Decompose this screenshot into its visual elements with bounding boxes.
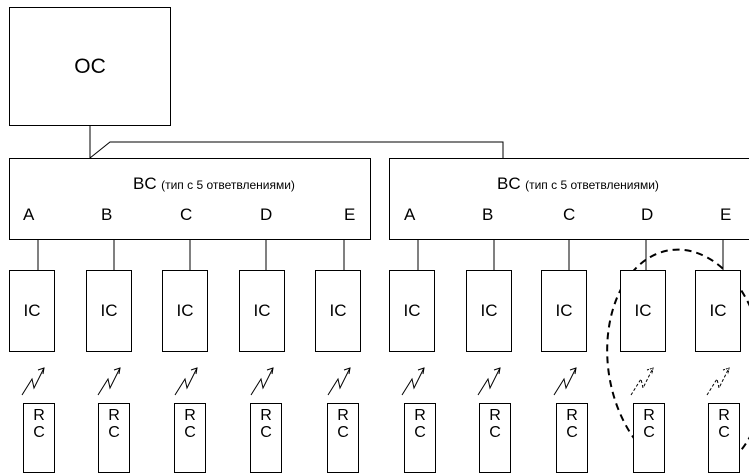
bc-right-port-b: B (482, 205, 494, 224)
bc-left-title: BC (тип с 5 ответвлениями) (133, 174, 295, 194)
wireless-link-icon (706, 367, 730, 396)
wireless-link-icon (630, 367, 654, 396)
rc-label-c: C (489, 424, 501, 441)
ic-box-3: IC (162, 270, 208, 352)
ic-label: IC (634, 301, 652, 320)
bc-right-port-d: D (641, 205, 654, 224)
bc-right-type: (тип с 5 ответвлениями) (525, 178, 659, 192)
ic-box-5: IC (315, 270, 361, 352)
ic-label: IC (253, 301, 271, 320)
bc-box-left: BC (тип с 5 ответвлениями) A B C D E (9, 158, 371, 240)
ic-box-7: IC (466, 270, 512, 352)
rc-label-c: C (643, 424, 655, 441)
rc-label-r: R (414, 407, 426, 424)
rc-label-r: R (108, 407, 120, 424)
rc-label-c: C (260, 424, 272, 441)
rc-label-r: R (260, 407, 272, 424)
rc-label-c: C (414, 424, 426, 441)
ic-box-4: IC (239, 270, 285, 352)
rc-label-c: C (184, 424, 196, 441)
rc-label-c: C (566, 424, 578, 441)
oc-box: OC (9, 7, 171, 126)
rc-label-r: R (184, 407, 196, 424)
bc-left-port-e: E (344, 205, 356, 224)
wireless-link-icon (477, 367, 501, 396)
ic-box-10: IC (695, 270, 741, 352)
rc-label-r: R (33, 407, 45, 424)
ic-label: IC (176, 301, 194, 320)
wireless-link-icon (553, 367, 577, 396)
ic-box-2: IC (86, 270, 132, 352)
rc-label-c: C (33, 424, 45, 441)
rc-label-r: R (566, 407, 578, 424)
ic-box-8: IC (541, 270, 587, 352)
wireless-link-icon (21, 367, 45, 396)
ic-label: IC (480, 301, 498, 320)
wireless-link-icon (250, 367, 274, 396)
bc-right-port-a: A (404, 205, 416, 224)
rc-label-c: C (337, 424, 349, 441)
bc-right-label: BC (497, 174, 521, 193)
ic-label: IC (23, 301, 41, 320)
rc-label-c: C (718, 424, 730, 441)
bc-left-port-b: B (101, 205, 113, 224)
ic-label: IC (709, 301, 727, 320)
wireless-links (21, 367, 730, 396)
ic-label: IC (403, 301, 421, 320)
bc-left-port-d: D (260, 205, 273, 224)
rc-label-r: R (643, 407, 655, 424)
bc-box-right: BC (тип с 5 ответвлениями) A B C D E (389, 158, 749, 240)
bc-left-port-a: A (23, 205, 35, 224)
wireless-link-icon (401, 367, 425, 396)
bc-right-port-e: E (720, 205, 732, 224)
rc-label-c: C (108, 424, 120, 441)
ic-label: IC (100, 301, 118, 320)
wireless-link-icon (97, 367, 121, 396)
wireless-link-icon (327, 367, 351, 396)
rc-label-r: R (718, 407, 730, 424)
ic-box-6: IC (389, 270, 435, 352)
ic-label: IC (555, 301, 573, 320)
rc-label-r: R (337, 407, 349, 424)
oc-label: OC (74, 54, 106, 78)
ic-box-9: IC (620, 270, 666, 352)
connection-lines (21, 126, 749, 462)
bc-left-label: BC (133, 174, 157, 193)
rc-label-r: R (489, 407, 501, 424)
ic-box-1: IC (9, 270, 55, 352)
ic-label: IC (329, 301, 347, 320)
bc-right-port-c: C (563, 205, 576, 224)
highlight-ellipse (606, 248, 749, 462)
wireless-link-icon (174, 367, 198, 396)
bc-left-type: (тип с 5 ответвлениями) (161, 178, 295, 192)
bc-left-port-c: C (180, 205, 193, 224)
bc-right-title: BC (тип с 5 ответвлениями) (497, 174, 659, 194)
